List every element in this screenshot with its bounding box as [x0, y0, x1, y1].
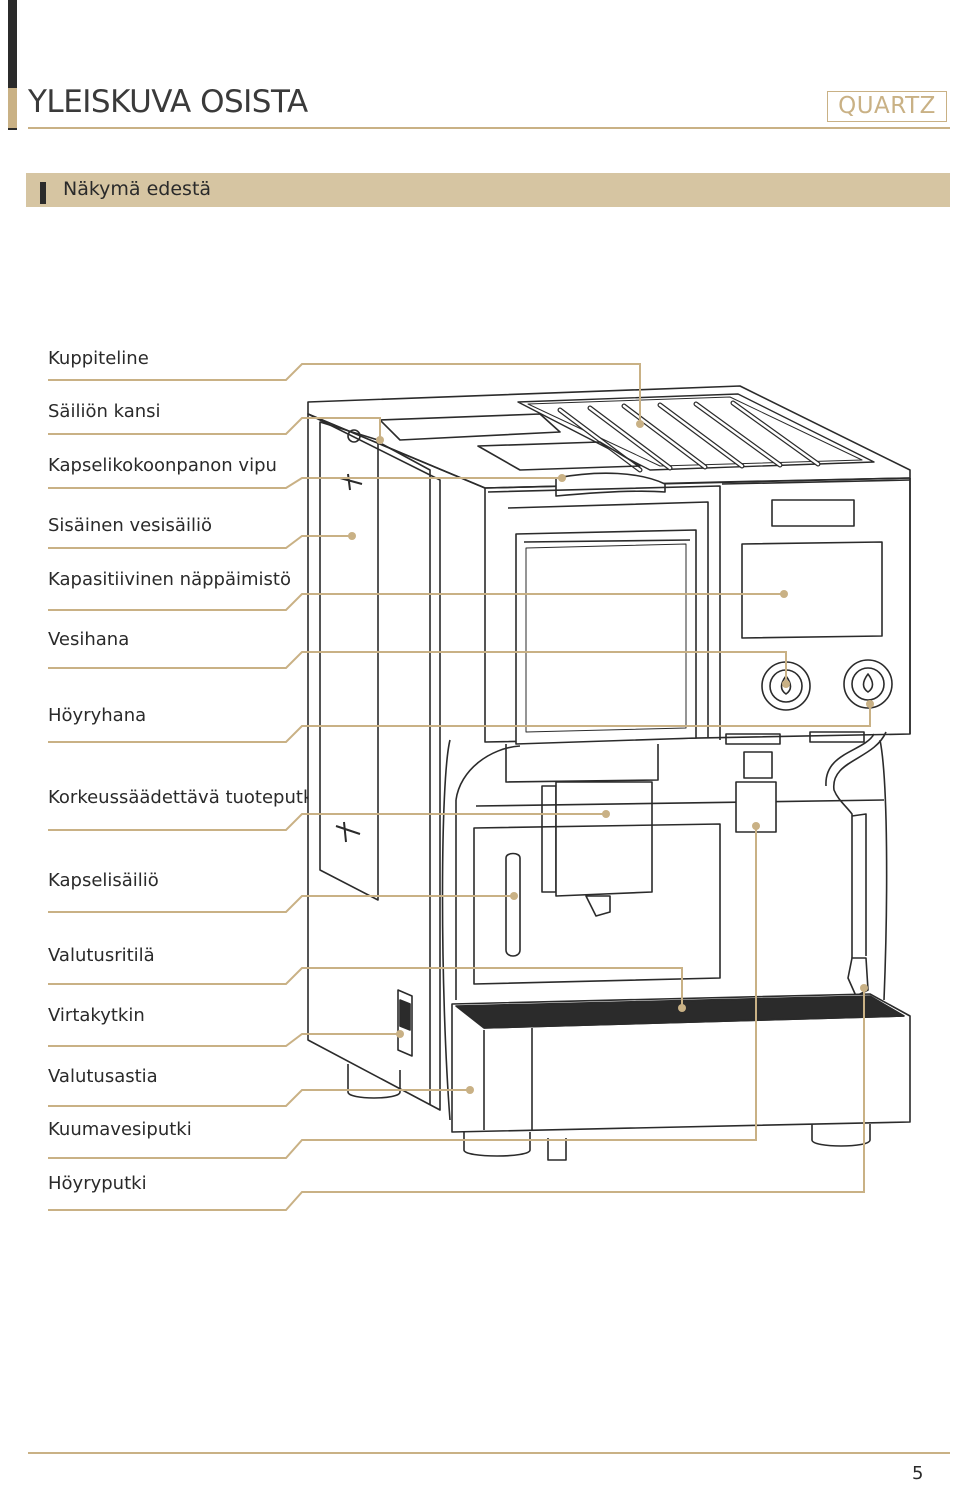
- callout-label-drip-grid: Valutusritilä: [48, 945, 155, 966]
- callout-label-steam-tap: Höyryhana: [48, 705, 147, 726]
- callout-label-power-switch: Virtakytkin: [48, 1005, 145, 1026]
- header-accent-dark-lower: [8, 128, 17, 130]
- callout-label-capsule-bin: Kapselisäiliö: [48, 870, 159, 891]
- section-title: Näkymä edestä: [63, 178, 212, 200]
- coffee-machine-illustration: [307, 385, 911, 1161]
- callout-label-spout: Korkeussäädettävä tuoteputki: [48, 787, 319, 808]
- callout-label-water-tank: Sisäinen vesisäiliö: [48, 515, 212, 536]
- header-accent-gold: [8, 88, 17, 128]
- callout-label-tank-lid: Säiliön kansi: [48, 401, 161, 422]
- callout-label-hot-water-pipe: Kuumavesiputki: [48, 1119, 192, 1140]
- section-header: Näkymä edestä: [26, 173, 950, 207]
- callout-label-cup-holder: Kuppiteline: [48, 348, 149, 369]
- callout-leaders: [48, 363, 871, 1211]
- callout-label-capsule-lever: Kapselikokoonpanon vipu: [48, 455, 277, 476]
- brand-label: QUARTZ: [827, 91, 947, 122]
- page-title: YLEISKUVA OSISTA: [28, 84, 308, 120]
- callout-label-steam-pipe: Höyryputki: [48, 1173, 147, 1194]
- callout-label-keypad: Kapasitiivinen näppäimistö: [48, 569, 291, 590]
- section-marker: [40, 182, 46, 204]
- callout-dots: [348, 420, 874, 1094]
- title-divider: [28, 127, 950, 129]
- callout-label-drip-tray: Valutusastia: [48, 1066, 158, 1087]
- footer-divider: [28, 1452, 950, 1454]
- page-number: 5: [912, 1463, 924, 1484]
- header-accent-dark: [8, 0, 17, 88]
- callout-label-water-tap: Vesihana: [48, 629, 130, 650]
